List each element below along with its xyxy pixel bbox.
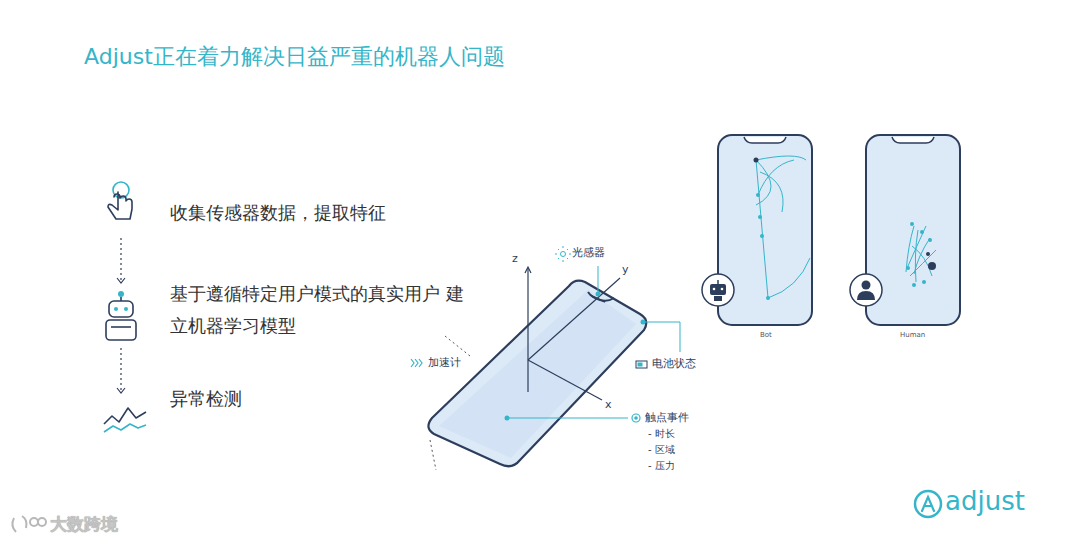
step-text: 异常检测	[170, 388, 242, 410]
tilted-phone	[411, 246, 680, 470]
logo-mark	[915, 491, 941, 517]
phone-caption: Human	[900, 331, 925, 339]
brand-logo: adjust	[945, 486, 1025, 517]
human-phone	[850, 135, 960, 325]
anomaly-icon	[104, 408, 146, 432]
arrow-head	[117, 388, 125, 393]
slide-title: Adjust正在着力解决日益严重的机器人问题	[84, 44, 505, 70]
axis-label: y	[622, 263, 629, 276]
robot-icon	[106, 291, 136, 340]
sensor-label: 触点事件	[644, 411, 690, 424]
sensor-detail: - 压力	[648, 460, 675, 472]
phone-caption: Bot	[760, 331, 772, 339]
dotted-arrow	[120, 238, 121, 282]
hand-icon	[108, 182, 132, 219]
watermark: 大数跨境	[50, 514, 118, 534]
bot-phone	[702, 135, 812, 325]
sensor-detail: - 区域	[648, 444, 675, 456]
sensor-label: 电池状态	[651, 357, 697, 370]
sensor-label: 光感器	[571, 246, 606, 259]
axis-label: x	[605, 398, 612, 411]
step-text: 收集传感器数据，提取特征	[170, 202, 386, 224]
step-text: 基于遵循特定用户模式的真实用户 建立机器学习模型	[170, 278, 470, 342]
watermark-mark	[12, 516, 46, 532]
axis-label: z	[512, 252, 518, 265]
dotted-arrow	[120, 348, 121, 392]
arrow-head	[117, 278, 125, 283]
sensor-label: 加速计	[427, 356, 462, 369]
sensor-detail: - 时长	[648, 428, 675, 440]
